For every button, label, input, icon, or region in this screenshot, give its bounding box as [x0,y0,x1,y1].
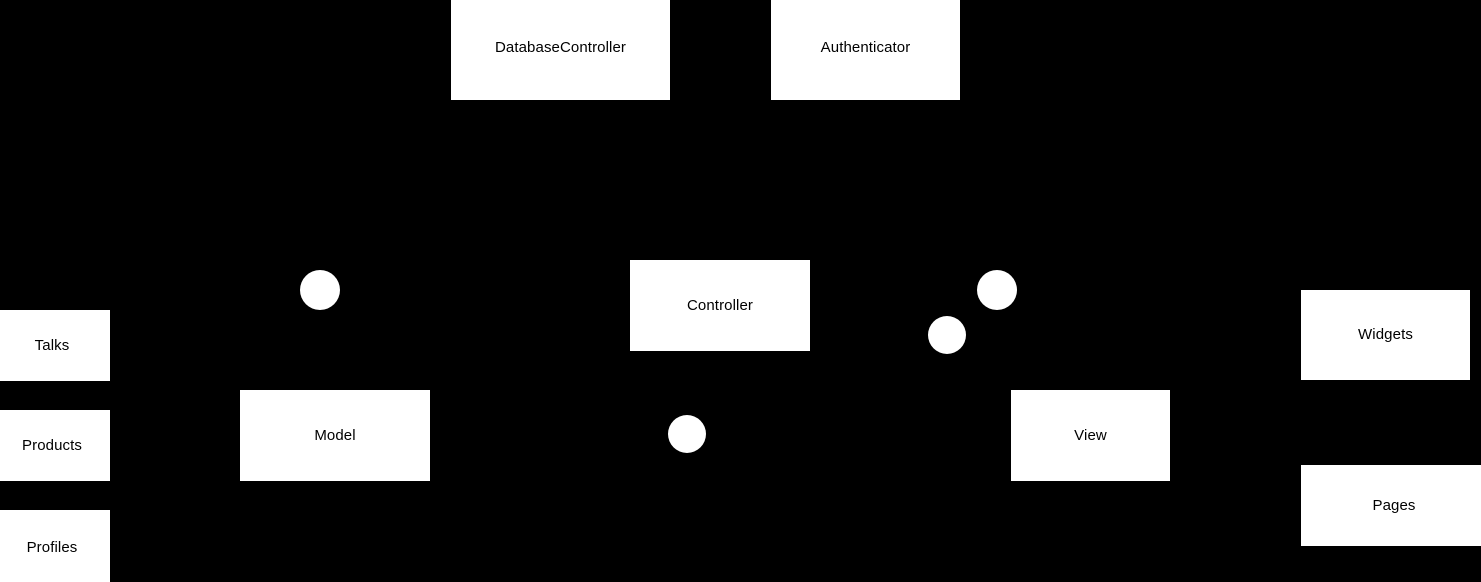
node-database-controller[interactable]: DatabaseController [451,0,670,100]
node-label: Authenticator [820,39,911,56]
node-label: Pages [1372,496,1416,514]
node-model[interactable]: Model [240,390,430,481]
node-label: Model [314,426,356,444]
node-label: Talks [34,336,70,354]
node-profiles[interactable]: Profiles [0,510,110,582]
node-label: DatabaseController [494,39,627,56]
node-authenticator[interactable]: Authenticator [771,0,960,100]
node-label: Widgets [1358,326,1413,343]
node-circle-right-upper[interactable] [977,270,1017,310]
node-view[interactable]: View [1011,390,1170,481]
node-label: Products [22,436,82,454]
node-circle-right-lower[interactable] [928,316,966,354]
node-circle-center[interactable] [668,415,706,453]
node-circle-left-upper[interactable] [300,270,340,310]
node-label: Profiles [26,539,78,556]
node-products[interactable]: Products [0,410,110,481]
node-label: Controller [686,296,754,314]
node-widgets[interactable]: Widgets [1301,290,1470,380]
node-label: View [1074,426,1107,444]
node-pages[interactable]: Pages [1301,465,1481,546]
node-talks[interactable]: Talks [0,310,110,381]
node-controller[interactable]: Controller [630,260,810,351]
